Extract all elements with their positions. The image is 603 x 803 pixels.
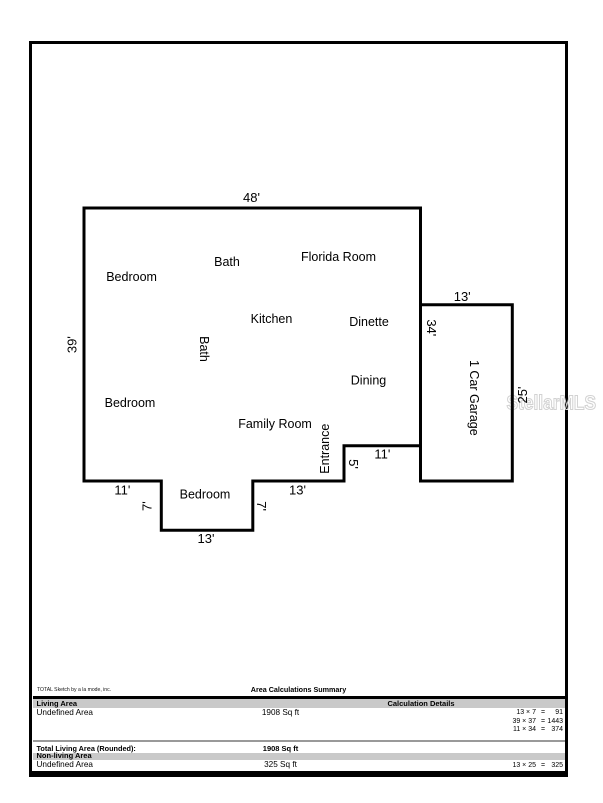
svg-text:48': 48' xyxy=(243,190,260,205)
svg-text:25': 25' xyxy=(515,387,530,404)
svg-text:7': 7' xyxy=(254,501,269,511)
svg-text:13': 13' xyxy=(289,483,306,498)
svg-text:StellarMLS: StellarMLS xyxy=(507,393,597,415)
svg-text:39': 39' xyxy=(65,336,80,353)
svg-text:Dinette: Dinette xyxy=(349,315,389,329)
svg-text:Bedroom: Bedroom xyxy=(106,270,157,284)
svg-text:11': 11' xyxy=(374,447,390,462)
svg-text:Dining: Dining xyxy=(351,374,386,388)
svg-text:7': 7' xyxy=(140,501,155,511)
svg-text:Bedroom: Bedroom xyxy=(180,488,231,502)
svg-text:13': 13' xyxy=(198,531,215,546)
svg-text:Kitchen: Kitchen xyxy=(251,312,293,326)
svg-text:Entrance: Entrance xyxy=(318,424,332,474)
svg-text:Bath: Bath xyxy=(214,255,240,269)
svg-text:5': 5' xyxy=(346,459,361,469)
svg-text:Family Room: Family Room xyxy=(238,417,312,431)
svg-text:Florida Room: Florida Room xyxy=(301,250,376,264)
svg-text:34': 34' xyxy=(424,319,439,336)
svg-text:11': 11' xyxy=(114,483,130,498)
svg-text:1 Car Garage: 1 Car Garage xyxy=(467,360,481,436)
svg-text:Bath: Bath xyxy=(197,336,211,362)
svg-text:Bedroom: Bedroom xyxy=(105,396,156,410)
svg-text:13': 13' xyxy=(454,289,471,304)
